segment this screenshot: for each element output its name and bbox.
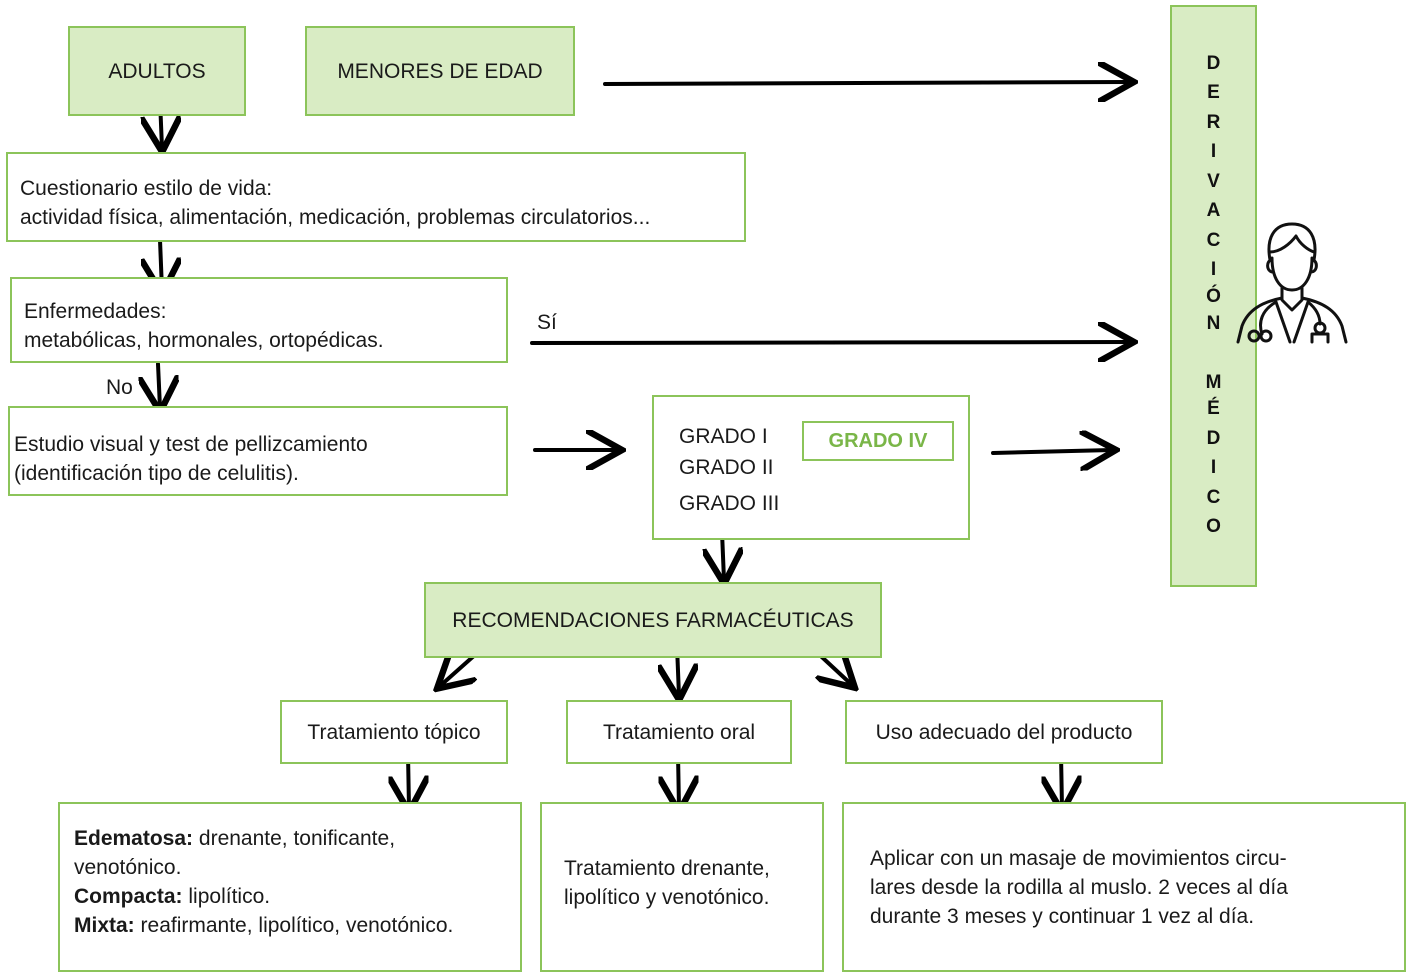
- medico-letter: I: [1210, 457, 1217, 478]
- arrow-grados-derivacion: [991, 450, 1112, 453]
- derivacion-letter: A: [1206, 200, 1221, 221]
- oral-detail-line2: lipolítico y venotónico.: [564, 886, 770, 909]
- si-label: Sí: [537, 311, 557, 334]
- derivacion-medico-box: D E R I V A C I Ó N M É D I C O: [1170, 5, 1257, 587]
- uso-box: Uso adecuado del producto: [845, 700, 1163, 764]
- mixta-text: reafirmante, lipolítico, venotónico.: [140, 914, 454, 937]
- estudio-detail: (identificación tipo de celulitis).: [14, 462, 299, 485]
- oral-label: Tratamiento oral: [602, 720, 756, 744]
- cuestionario-title: Cuestionario estilo de vida:: [20, 177, 273, 200]
- medico-letter: O: [1206, 516, 1221, 537]
- mixta-item: Mixta: reafirmante, lipolítico, venotóni…: [74, 911, 508, 940]
- derivacion-letter: Ó: [1206, 286, 1221, 307]
- estudio-box: Estudio visual y test de pellizcamiento …: [8, 406, 508, 496]
- arrow-menores-derivacion: [603, 82, 1130, 84]
- grado-iv-label: GRADO IV: [828, 429, 928, 452]
- mixta-label: Mixta:: [74, 914, 135, 937]
- enfermedades-title: Enfermedades:: [24, 300, 167, 323]
- arrow-si-derivacion: [530, 342, 1130, 343]
- compacta-text: lipolítico.: [188, 885, 271, 908]
- uso-detail-box: Aplicar con un masaje de movimientos cir…: [842, 802, 1406, 972]
- uso-detail-line1: Aplicar con un masaje de movimientos cir…: [870, 847, 1287, 870]
- compacta-label: Compacta:: [74, 885, 183, 908]
- derivacion-letter: N: [1206, 313, 1221, 334]
- medico-letter: C: [1206, 487, 1221, 508]
- medico-letter: É: [1207, 398, 1220, 419]
- grado-iv-box: GRADO IV: [802, 421, 954, 461]
- compacta-item: Compacta: lipolítico.: [74, 882, 508, 911]
- grado-2: GRADO II: [679, 456, 774, 479]
- grados-box: GRADO I GRADO II GRADO III GRADO IV: [652, 395, 970, 540]
- topico-label: Tratamiento tópico: [307, 720, 481, 744]
- grado-1: GRADO I: [679, 425, 768, 448]
- grado-3: GRADO III: [679, 492, 780, 515]
- oral-box: Tratamiento oral: [566, 700, 792, 764]
- doctor-icon: [1236, 222, 1348, 344]
- derivacion-letter: E: [1207, 82, 1220, 103]
- recomendaciones-box: RECOMENDACIONES FARMACÉUTICAS: [424, 582, 882, 658]
- oral-detail-box: Tratamiento drenante, lipolítico y venot…: [540, 802, 824, 972]
- derivacion-letter: I: [1210, 259, 1217, 280]
- uso-detail-line3: durante 3 meses y continuar 1 vez al día…: [870, 905, 1255, 928]
- uso-label: Uso adecuado del producto: [875, 720, 1133, 744]
- recomendaciones-label: RECOMENDACIONES FARMACÉUTICAS: [452, 608, 854, 632]
- menores-box: MENORES DE EDAD: [305, 26, 575, 116]
- estudio-title: Estudio visual y test de pellizcamiento: [14, 433, 368, 456]
- topico-detail-box: Edematosa: drenante, tonificante, venotó…: [58, 802, 522, 972]
- adultos-label: ADULTOS: [108, 59, 206, 83]
- derivacion-letter: I: [1210, 141, 1217, 162]
- derivacion-letter: R: [1206, 112, 1221, 133]
- medico-letter: D: [1206, 428, 1221, 449]
- enfermedades-box: Enfermedades: metabólicas, hormonales, o…: [10, 277, 508, 363]
- topico-box: Tratamiento tópico: [280, 700, 508, 764]
- derivacion-letter: V: [1207, 171, 1220, 192]
- edematosa-text: drenante, tonificante, venotónico.: [74, 827, 396, 879]
- arrow-grados-recomendaciones: [722, 530, 724, 580]
- uso-detail-line2: lares desde la rodilla al muslo. 2 veces…: [870, 876, 1288, 899]
- cuestionario-detail: actividad física, alimentación, medicaci…: [20, 206, 651, 229]
- oral-detail-line1: Tratamiento drenante,: [564, 857, 770, 880]
- medico-letter: M: [1205, 372, 1222, 393]
- cuestionario-box: Cuestionario estilo de vida: actividad f…: [6, 152, 746, 242]
- arrow-enfermedades-estudio: [158, 362, 160, 408]
- enfermedades-detail: metabólicas, hormonales, ortopédicas.: [24, 329, 384, 352]
- no-label: No: [106, 376, 133, 399]
- derivacion-letter: C: [1206, 230, 1221, 251]
- menores-label: MENORES DE EDAD: [337, 59, 543, 83]
- derivacion-letter: D: [1206, 53, 1221, 74]
- edematosa-item: Edematosa: drenante, tonificante, venotó…: [74, 824, 508, 882]
- edematosa-label: Edematosa:: [74, 827, 194, 850]
- adultos-box: ADULTOS: [68, 26, 246, 116]
